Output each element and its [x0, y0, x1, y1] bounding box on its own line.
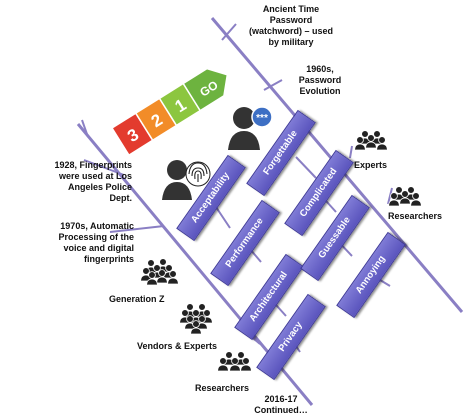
- person-icon: [169, 270, 177, 278]
- person-icon: [147, 259, 155, 267]
- person-icon: [356, 136, 364, 144]
- person-icon: [198, 303, 206, 311]
- person-icon: [181, 309, 189, 317]
- group-label-experts: Experts: [354, 160, 388, 170]
- person-icon: [192, 320, 200, 328]
- person-icon: [165, 264, 173, 272]
- group-label-researchers-right: Researchers: [388, 211, 443, 221]
- person-icon: [240, 364, 252, 372]
- researchers-right-group-icon: [388, 186, 422, 207]
- person-icon: [192, 309, 200, 317]
- person-icon: [367, 134, 375, 142]
- password-badge-text: ***: [256, 113, 268, 124]
- event-1928-fingerprints: 1928, Fingerprints were used at Los Ange…: [54, 160, 132, 203]
- person-icon: [373, 130, 381, 138]
- person-icon: [361, 130, 369, 138]
- person-icon: [146, 278, 158, 286]
- event-1970s-automatic-processing: 1970s, Automatic Processing of the voice…: [58, 221, 134, 264]
- person-icon: [229, 364, 241, 372]
- person-icon: [142, 267, 150, 275]
- password-badge-icon: [251, 106, 273, 128]
- person-icon: [198, 315, 206, 323]
- person-icon: [156, 276, 168, 284]
- group-label-vendors-experts: Vendors & Experts: [137, 341, 218, 351]
- event-2016-17-continued: 2016-17 Continued…: [254, 394, 308, 415]
- person-icon: [412, 192, 420, 200]
- fingerprint-icon: [188, 162, 208, 182]
- countdown-arrow: 3 2 1 GO: [110, 67, 229, 157]
- fingerprint-user-icon: [162, 160, 211, 200]
- person-icon: [395, 186, 403, 194]
- countdown-step-go: [182, 67, 229, 112]
- person-icon: [401, 190, 409, 198]
- person-icon: [190, 327, 202, 335]
- right-timeline-ticks: [221, 23, 393, 205]
- person-icon: [186, 303, 194, 311]
- person-icon: [225, 351, 233, 359]
- person-icon: [217, 364, 229, 372]
- group-label-generation-z: Generation Z: [109, 294, 165, 304]
- person-icon: [388, 199, 400, 207]
- person-icon: [365, 141, 377, 149]
- person-icon: [354, 143, 366, 151]
- person-icon: [378, 136, 386, 144]
- person-icon: [237, 351, 245, 359]
- person-icon: [186, 315, 194, 323]
- person-icon: [167, 277, 179, 285]
- person-icon: [407, 186, 415, 194]
- person-icon: [410, 199, 422, 207]
- person-icon: [399, 197, 411, 205]
- person-icon: [242, 357, 250, 365]
- generation-z-group-icon: [140, 258, 179, 286]
- experts-group-icon: [354, 130, 388, 151]
- person-icon: [148, 271, 156, 279]
- person-icon: [231, 357, 239, 365]
- person-icon: [153, 264, 161, 272]
- person-icon: [376, 143, 388, 151]
- password-user-icon: ***: [228, 106, 273, 150]
- event-ancient-password: Ancient Time Password (watchword) – used…: [248, 4, 333, 47]
- person-icon: [390, 192, 398, 200]
- person-icon: [219, 357, 227, 365]
- person-icon: [158, 269, 166, 277]
- vendors-experts-group-icon: [179, 303, 213, 335]
- event-1960s-password-evolution: 1960s, Password Evolution: [298, 64, 342, 96]
- researchers-left-group-icon: [217, 351, 252, 372]
- group-label-researchers-left: Researchers: [195, 383, 250, 393]
- person-icon: [203, 309, 211, 317]
- person-icon: [159, 258, 167, 266]
